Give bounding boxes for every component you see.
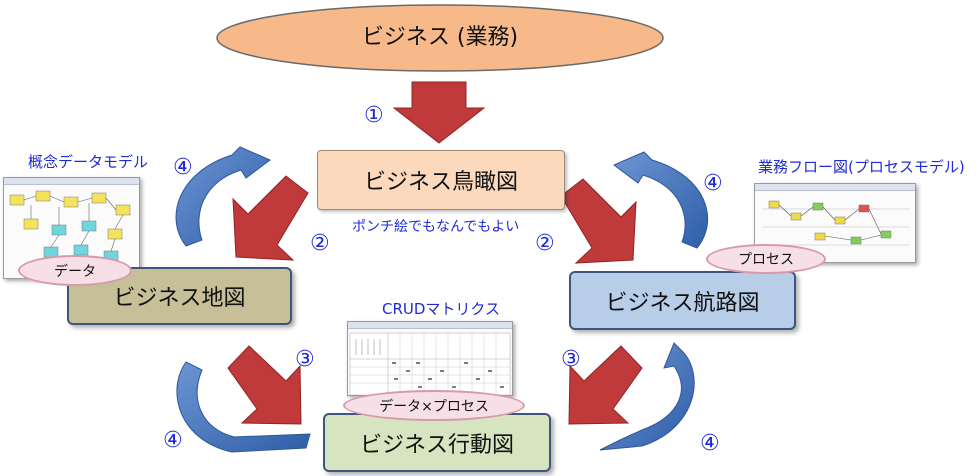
- birdseye-label: ビジネス鳥瞰図: [363, 170, 518, 195]
- step4-curve-top-right: [613, 151, 709, 249]
- step3-arrow-right: [568, 345, 643, 425]
- crud-caption: CRUDマトリクス: [382, 300, 500, 318]
- step2-arrow-left: [232, 175, 309, 261]
- step4-number-bottom-left: ④: [163, 428, 183, 453]
- business-action-node: ビジネス行動図: [323, 413, 551, 472]
- step2-arrow-right: [560, 178, 637, 264]
- data-tag-label: データ: [54, 263, 96, 280]
- step2-number-right: ②: [535, 231, 555, 256]
- business-map-node: ビジネス地図: [67, 267, 292, 325]
- step2-number-left: ②: [310, 231, 330, 256]
- crud-matrix-sketch: [349, 332, 511, 395]
- data-tag: データ: [18, 255, 132, 286]
- step4-number-top-left: ④: [173, 155, 193, 180]
- concept-model-sketch: [9, 190, 131, 262]
- business-action-label: ビジネス行動図: [359, 432, 514, 458]
- step4-number-top-right: ④: [703, 171, 723, 196]
- business-route-label: ビジネス航路図: [605, 290, 760, 316]
- step3-arrow-left: [227, 345, 302, 425]
- step3-number-left: ③: [295, 347, 315, 372]
- step1-number: ①: [364, 103, 384, 128]
- data-x-process-tag: データ×プロセス: [343, 390, 525, 421]
- data-x-process-tag-label: データ×プロセス: [379, 398, 489, 415]
- step4-curve-top-left: [175, 146, 271, 247]
- crud-matrix-thumbnail: [347, 321, 513, 396]
- step1-arrow: [392, 81, 486, 144]
- business-map-label: ビジネス地図: [113, 286, 246, 311]
- business-route-node: ビジネス航路図: [569, 271, 796, 330]
- step4-curve-bottom-right: [599, 342, 695, 451]
- flow-diagram-caption: 業務フロー図(プロセスモデル): [758, 158, 965, 176]
- birdseye-node: ビジネス鳥瞰図: [317, 150, 565, 210]
- step3-number-right: ③: [561, 347, 581, 372]
- business-ellipse: [216, 4, 664, 72]
- flow-diagram-sketch: [763, 200, 909, 246]
- process-tag: プロセス: [706, 244, 826, 274]
- concept-model-caption: 概念データモデル: [28, 153, 149, 171]
- birdseye-note: ポンチ絵でもなんでもよい: [352, 219, 520, 235]
- process-tag-label: プロセス: [738, 252, 794, 268]
- step4-number-bottom-right: ④: [700, 431, 720, 456]
- step4-curve-bottom-left: [176, 361, 311, 453]
- business-label: ビジネス (業務): [361, 25, 519, 50]
